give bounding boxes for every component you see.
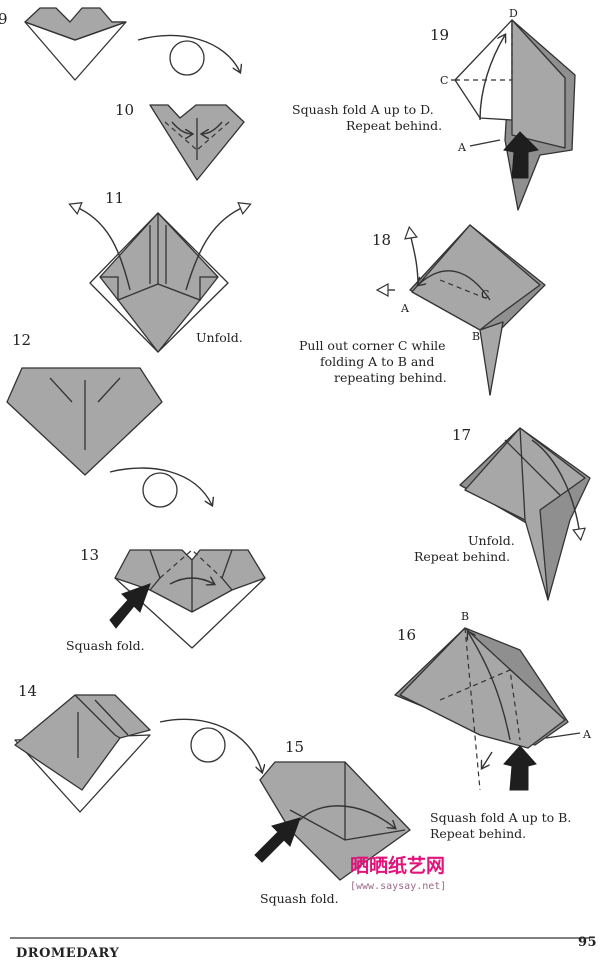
step-18-number: 18 (372, 231, 391, 249)
step-18-caption-line3: repeating behind. (334, 370, 447, 385)
step-12-number: 12 (12, 331, 31, 349)
step-16-front (399, 627, 566, 749)
step-16-diagram: 16 B A Squash fold A up to B. Repeat beh… (394, 610, 592, 841)
step-16-label-b: B (461, 610, 469, 623)
step-19-caption-line1: Squash fold A up to D. (292, 102, 434, 117)
step-18-diagram: 18 A B C Pull out corner C while folding… (299, 224, 546, 396)
step-16-number: 16 (397, 626, 416, 644)
step-15-push-arrow (254, 817, 301, 863)
step-13-diagram: 13 Squash fold. (66, 546, 266, 653)
step-19-caption-line2: Repeat behind. (346, 118, 442, 133)
step-18-label-b: B (472, 330, 480, 343)
footer-title: DROMEDARY (16, 946, 119, 961)
step-15-caption: Squash fold. (260, 891, 339, 906)
step-14-diagram: 14 (14, 682, 151, 813)
step-15-number: 15 (285, 738, 304, 756)
step-12-diagram: 12 (6, 331, 163, 476)
step-16-push-arrow (503, 745, 537, 791)
page-number: 95 (578, 935, 597, 950)
step-10-number: 10 (115, 101, 134, 119)
step-16-caption-line1: Squash fold A up to B. (430, 810, 571, 825)
step-18-front (411, 224, 541, 331)
step-11-diagram: 11 Unfold. (74, 189, 246, 353)
watermark-brand: 晒晒纸艺网 (350, 854, 445, 877)
step-10-diagram: 10 (115, 101, 245, 181)
step-18-caption-line1: Pull out corner C while (299, 338, 446, 353)
step-15-diagram: 15 Squash fold. (254, 738, 411, 906)
step-13-number: 13 (80, 546, 99, 564)
step-17-caption-line2: Repeat behind. (414, 549, 510, 564)
step-11-number: 11 (105, 189, 124, 207)
step-13-push-arrow (109, 583, 151, 629)
step-19-number: 19 (430, 26, 449, 44)
step-19-label-a: A (457, 141, 467, 154)
step-9-diagram: 9 (0, 7, 127, 81)
step-19-label-c: C (440, 74, 448, 87)
watermark-url: [www.saysay.net] (350, 881, 446, 892)
step-19-flap-open (454, 19, 513, 121)
step-17-caption-line1: Unfold. (468, 533, 515, 548)
step-18-label-c: C (481, 288, 489, 301)
step-9-crease (24, 21, 127, 41)
step-13-upper-flaps (114, 549, 266, 613)
step-16-caption-line2: Repeat behind. (430, 826, 526, 841)
step-18-caption-line2: folding A to B and (320, 354, 434, 369)
step-19-diagram: 19 D C A Squash fold A up to D. Repeat b… (292, 7, 576, 211)
watermark: 晒晒纸艺网 [www.saysay.net] (350, 854, 446, 892)
step-17-number: 17 (452, 426, 471, 444)
step-18-label-a: A (400, 302, 410, 315)
step-14-number: 14 (18, 682, 37, 700)
turn-over-icon-2 (109, 467, 212, 508)
step-16-label-a: A (582, 728, 592, 741)
step-18-leg (479, 321, 504, 396)
step-17-diagram: 17 Unfold. Repeat behind. (414, 426, 591, 601)
step-19-push-arrow (503, 131, 540, 179)
turn-over-icon-3 (159, 718, 262, 772)
step-11-caption: Unfold. (196, 330, 243, 345)
turn-over-icon-1 (137, 34, 240, 76)
step-9-number: 9 (0, 10, 8, 28)
step-19-label-d: D (509, 7, 518, 20)
step-19-front-panel (511, 19, 566, 149)
step-13-caption: Squash fold. (66, 638, 145, 653)
